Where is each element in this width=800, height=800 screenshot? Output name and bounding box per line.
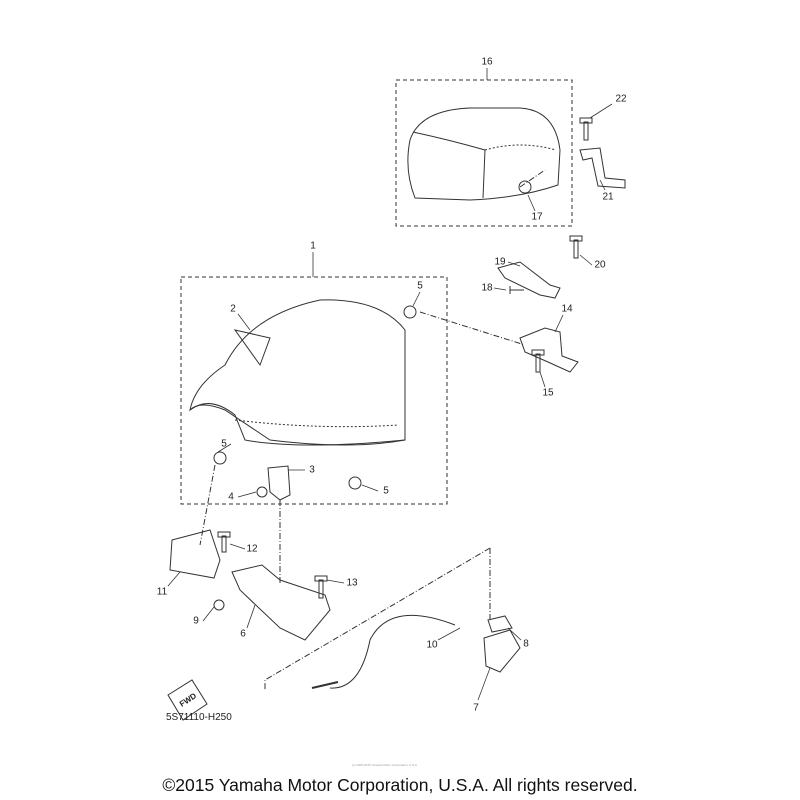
callout-2: 2: [230, 303, 236, 315]
callout-16: 16: [481, 56, 493, 68]
callout-10: 10: [426, 639, 438, 651]
diagram-code: 5S71110-H250: [166, 712, 232, 723]
bracket-6: [231, 564, 331, 641]
plate-8: [487, 615, 513, 633]
rear-seat: [407, 107, 561, 201]
bracket-3: [267, 465, 291, 501]
callout-17: 17: [531, 211, 543, 223]
bracket-11: [169, 529, 221, 579]
callout-5c: 5: [383, 485, 389, 497]
callout-11: 11: [156, 586, 168, 598]
callout-8: 8: [523, 638, 529, 650]
callout-19: 19: [494, 256, 506, 268]
callout-18: 18: [481, 282, 493, 294]
copyright-notice: ©2015 Yamaha Motor Corporation, U.S.A. A…: [162, 775, 638, 795]
fwd-arrow-icon: [167, 679, 208, 721]
bracket-19: [497, 261, 561, 299]
callout-3: 3: [309, 464, 315, 476]
front-seat: [189, 299, 406, 446]
bracket-21: [579, 147, 626, 189]
front-seat-group-box: [180, 276, 448, 505]
rear-seat-group-box: [395, 79, 573, 227]
lock-7: [483, 629, 521, 673]
callout-22: 22: [615, 93, 627, 105]
callout-12: 12: [246, 543, 258, 555]
callout-5b: 5: [221, 438, 227, 450]
callout-14: 14: [561, 303, 573, 315]
callout-21: 21: [602, 191, 614, 203]
watermark: (c) 2005-2015 Yamaha Motor Corporation, …: [352, 763, 418, 767]
callout-15: 15: [542, 387, 554, 399]
callout-7: 7: [473, 702, 479, 714]
callout-1: 1: [310, 240, 316, 252]
callout-5a: 5: [417, 280, 423, 292]
callout-4: 4: [228, 491, 234, 503]
callout-20: 20: [594, 259, 606, 271]
callout-13: 13: [346, 577, 358, 589]
callout-9: 9: [193, 615, 199, 627]
bracket-14: [519, 327, 579, 373]
cable-10: [329, 614, 456, 689]
callout-6: 6: [240, 628, 246, 640]
